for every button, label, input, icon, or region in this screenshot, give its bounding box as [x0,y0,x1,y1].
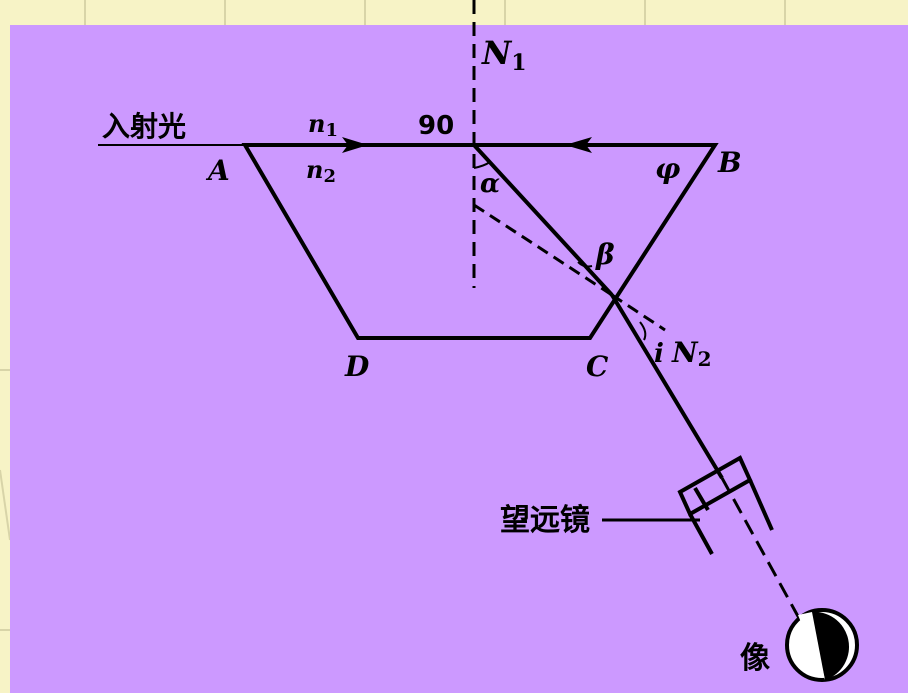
alpha-arc [473,161,491,169]
refracted-ray-in-prism [472,143,614,297]
label-vertex-b: B [717,146,742,179]
beta-arc [577,261,593,268]
label-n2-index: n2 [306,155,336,187]
label-incident-light: 入射光 [102,110,186,143]
label-image: 像 [740,641,770,676]
label-n2-normal: N2 [671,336,712,371]
label-alpha: α [480,169,500,199]
image-circle [785,608,859,682]
dashed-face-normal [473,203,613,297]
label-vertex-d: D [344,350,370,383]
i-arc [639,321,647,341]
label-i: i [654,339,664,369]
arrow-left [565,137,592,153]
label-n1-index: n1 [308,109,338,141]
emergent-ray [610,293,724,480]
diagram-panel [10,25,908,693]
prism-trapezoid [241,143,719,340]
label-vertex-c: C [586,350,609,383]
normal-line-n2 [611,293,666,332]
label-n1-normal: N1 [481,34,527,76]
label-phi: φ [655,152,681,185]
label-telescope: 望远镜 [500,503,590,538]
arrow-right [330,137,368,153]
label-beta: β [595,238,615,271]
label-angle-90: 90 [418,111,454,141]
label-vertex-a: A [205,154,230,187]
background-grid [0,0,786,631]
